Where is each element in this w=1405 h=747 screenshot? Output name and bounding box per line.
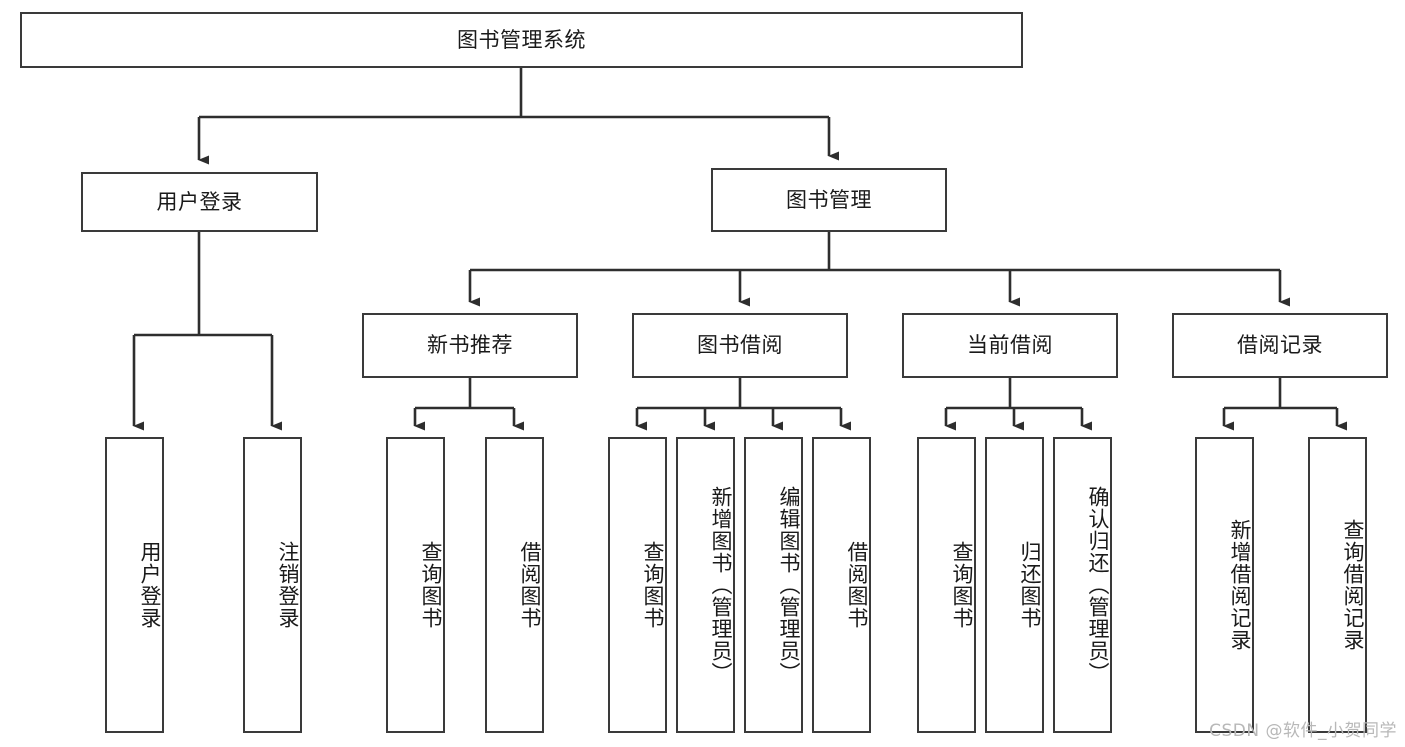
leaf-return-book-label: 归还图书 [1018, 541, 1042, 629]
leaf-query-record[interactable]: 查询借阅记录 [1308, 437, 1367, 733]
node-new-book-recommend-label: 新书推荐 [427, 333, 513, 358]
node-new-book-recommend[interactable]: 新书推荐 [362, 313, 578, 378]
leaf-add-book-label: 新增图书（管理员） [709, 486, 733, 684]
node-user-login[interactable]: 用户登录 [81, 172, 318, 232]
node-book-borrow-label: 图书借阅 [697, 333, 783, 358]
leaf-confirm-return-label: 确认归还（管理员） [1086, 486, 1110, 684]
node-root[interactable]: 图书管理系统 [20, 12, 1023, 68]
node-book-management-label: 图书管理 [786, 187, 872, 212]
leaf-edit-book[interactable]: 编辑图书（管理员） [744, 437, 803, 733]
csdn-watermark: CSDN @软件_小贺同学 [1209, 721, 1397, 741]
leaf-return-book[interactable]: 归还图书 [985, 437, 1044, 733]
node-borrow-record-label: 借阅记录 [1237, 333, 1323, 358]
leaf-add-record[interactable]: 新增借阅记录 [1195, 437, 1254, 733]
leaf-user-login[interactable]: 用户登录 [105, 437, 164, 733]
leaf-add-record-label: 新增借阅记录 [1228, 519, 1252, 651]
leaf-borrow-book-1[interactable]: 借阅图书 [485, 437, 544, 733]
leaf-borrow-book-2-label: 借阅图书 [845, 541, 869, 629]
leaf-query-book-1[interactable]: 查询图书 [386, 437, 445, 733]
leaf-logout[interactable]: 注销登录 [243, 437, 302, 733]
leaf-query-book-2[interactable]: 查询图书 [608, 437, 667, 733]
leaf-add-book[interactable]: 新增图书（管理员） [676, 437, 735, 733]
leaf-logout-label: 注销登录 [276, 541, 300, 629]
leaf-edit-book-label: 编辑图书（管理员） [777, 486, 801, 684]
node-user-login-label: 用户登录 [156, 189, 243, 214]
node-current-borrow-label: 当前借阅 [967, 333, 1053, 358]
node-book-management[interactable]: 图书管理 [711, 168, 947, 232]
leaf-query-book-2-label: 查询图书 [641, 541, 665, 629]
leaf-query-record-label: 查询借阅记录 [1341, 519, 1365, 651]
leaf-query-book-3[interactable]: 查询图书 [917, 437, 976, 733]
leaf-confirm-return[interactable]: 确认归还（管理员） [1053, 437, 1112, 733]
leaf-query-book-1-label: 查询图书 [419, 541, 443, 629]
leaf-query-book-3-label: 查询图书 [950, 541, 974, 629]
leaf-user-login-label: 用户登录 [138, 541, 162, 629]
node-root-label: 图书管理系统 [457, 27, 586, 52]
leaf-borrow-book-2[interactable]: 借阅图书 [812, 437, 871, 733]
node-book-borrow[interactable]: 图书借阅 [632, 313, 848, 378]
leaf-borrow-book-1-label: 借阅图书 [518, 541, 542, 629]
node-current-borrow[interactable]: 当前借阅 [902, 313, 1118, 378]
node-borrow-record[interactable]: 借阅记录 [1172, 313, 1388, 378]
